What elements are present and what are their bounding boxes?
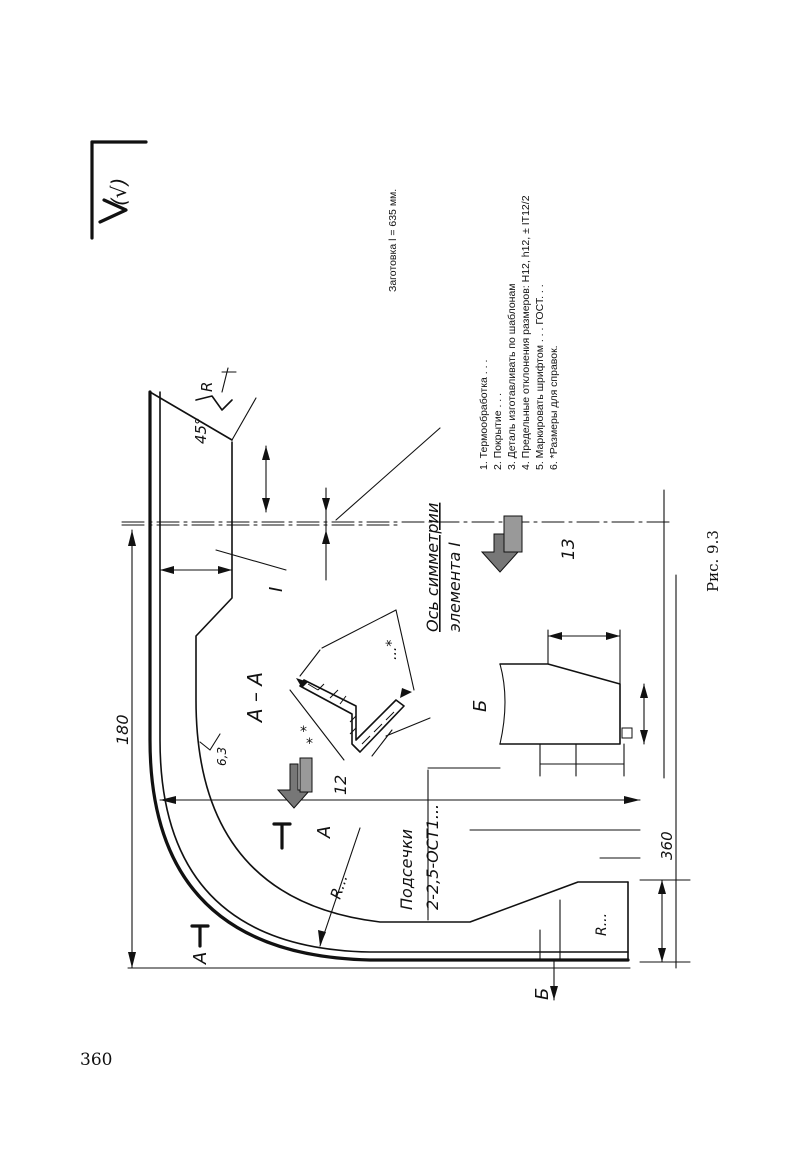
- page-number: 360: [80, 1050, 113, 1070]
- roughness-value: 6,3: [215, 747, 229, 766]
- note-1: 1. Термообработка . . .: [478, 360, 490, 470]
- axis-leader: Ось симметрии элемента I: [322, 427, 464, 632]
- note-3: 3. Деталь изготавливать по шаблонам: [506, 283, 518, 470]
- section-title: А – А: [243, 672, 267, 724]
- detail-mark-label: I: [266, 587, 287, 592]
- view-b-mark: Б: [532, 899, 561, 1001]
- marking-line1: Подсечки: [397, 829, 416, 910]
- part-profile: [148, 367, 630, 962]
- radius-label: R...: [327, 872, 352, 901]
- section-a-label: А: [314, 826, 335, 839]
- section-mark-a: А А: [190, 822, 335, 965]
- marking-note: Подсечки 2-2,5-ОСТ1...: [397, 767, 501, 921]
- view-b-mark-label: Б: [532, 988, 553, 1000]
- roughness-local: 6,3: [199, 733, 229, 766]
- arrow-12-label: 12: [331, 775, 350, 795]
- note-2: 2. Покрытие . . .: [492, 393, 504, 470]
- view-b: Б: [470, 629, 648, 777]
- dim-360-label: 360: [658, 831, 676, 860]
- roughness-symbol-box: (√): [90, 140, 148, 240]
- axis-label-line1: Ось симметрии: [423, 503, 442, 632]
- star-1: *: [300, 724, 307, 740]
- corner-detail: R 45°: [159, 371, 270, 574]
- section-a2-label: А: [190, 952, 211, 965]
- view-b-label: Б: [470, 700, 491, 712]
- star-2: *: [306, 736, 313, 752]
- marking-line2: 2-2,5-ОСТ1...: [423, 804, 442, 910]
- view-arrow-12: 12 *: [276, 736, 350, 809]
- axis-label-line2: элемента I: [445, 542, 464, 632]
- note-4: 4. Предельные отклонения размеров: H12, …: [520, 195, 532, 470]
- figure-caption: Рис. 9.3: [704, 530, 722, 592]
- roughness-text: (√): [107, 178, 131, 206]
- angle-label: 45°: [192, 417, 210, 444]
- detail-mark-i: I: [215, 549, 287, 592]
- blank-note: Заготовка l = 635 мм.: [387, 189, 399, 292]
- dim-180-label: 180: [113, 714, 132, 745]
- arrow-13-label: 13: [559, 538, 579, 560]
- corner-radius-label: R: [198, 382, 216, 392]
- star-dots: ...*: [384, 640, 400, 660]
- radius-small-label: R...: [594, 913, 610, 936]
- note-6: 6. *Размеры для справок.: [548, 345, 560, 470]
- angle-section: ...* *: [289, 609, 431, 761]
- dimension-360: 360: [159, 574, 677, 969]
- note-5: 5. Маркировать шрифтом . . . ГОСТ. . .: [534, 284, 546, 470]
- view-arrow-13: 13: [480, 515, 579, 573]
- notes-block: 1. Термообработка . . . 2. Покрытие . . …: [478, 195, 560, 470]
- right-dims: [639, 879, 691, 963]
- centerlines: [121, 489, 673, 779]
- dimension-180: 180: [113, 529, 631, 969]
